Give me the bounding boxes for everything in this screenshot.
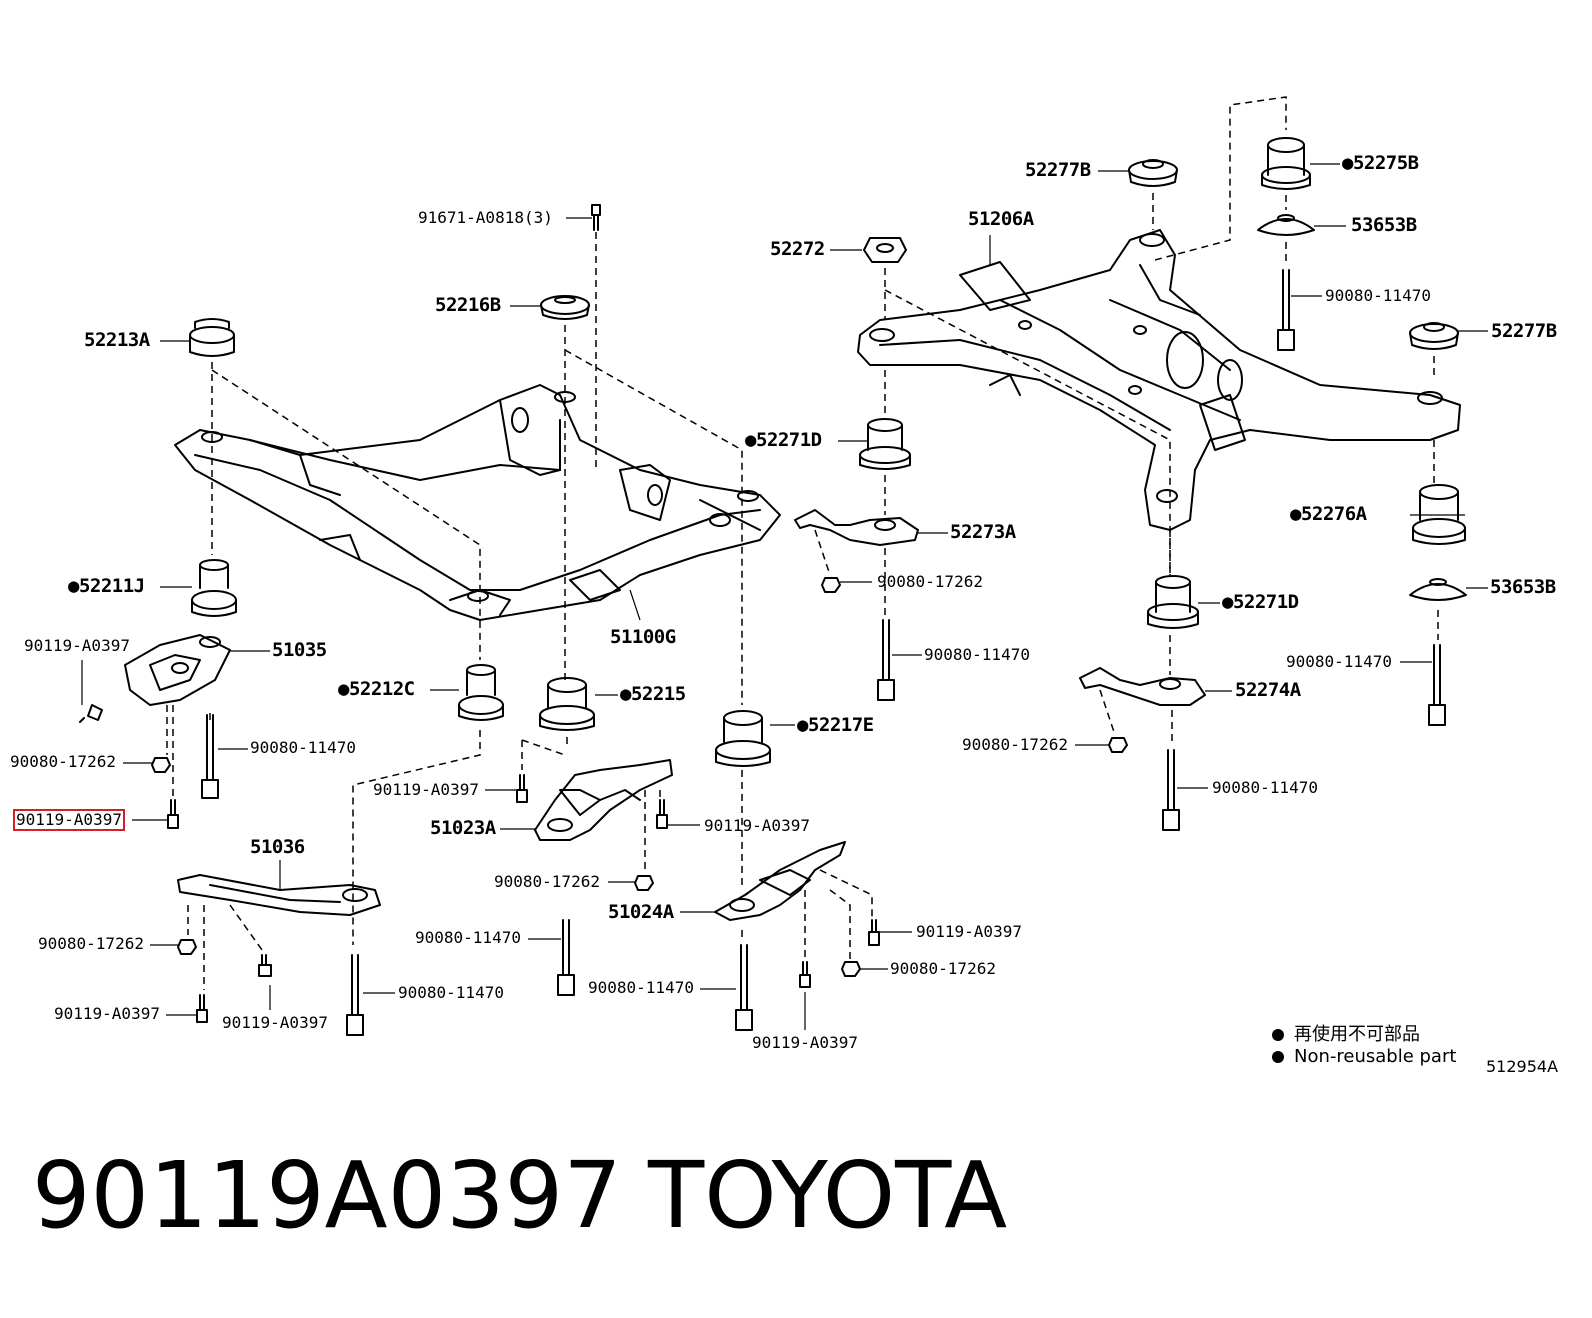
rear-subframe-51206A (857, 229, 1461, 531)
callout-51100G: 51100G (610, 626, 676, 648)
bullet-icon (1272, 1051, 1284, 1063)
callout-90080-11470: 90080-11470 (1286, 652, 1392, 671)
callout-90119-A0397: 90119-A0397 (916, 922, 1022, 941)
callout-90080-11470: 90080-11470 (415, 928, 521, 947)
bushing-shapes (189, 137, 1467, 767)
callout-90080-17262: 90080-17262 (890, 959, 996, 978)
brace-51024A (714, 841, 846, 921)
legend-line-cn: 再使用不可部品 (1272, 1020, 1420, 1046)
callout-90080-17262: 90080-17262 (494, 872, 600, 891)
callout-52276A: ●52276A (1290, 503, 1367, 525)
callout-90119-A0397: 90119-A0397 (373, 780, 479, 799)
callout-52212C: ●52212C (338, 678, 415, 700)
callout-52272: 52272 (770, 238, 825, 260)
legend-text-en: Non-reusable part (1294, 1046, 1457, 1067)
callout-90080-17262: 90080-17262 (38, 934, 144, 953)
bracket-51035 (124, 634, 231, 706)
callout-53653B: 53653B (1490, 576, 1556, 598)
callout-51206A: 51206A (968, 208, 1034, 230)
footer-part-number: 90119A0397 (32, 1142, 622, 1249)
leader-lines (81, 163, 1488, 1030)
callout-52274A: 52274A (1235, 679, 1301, 701)
callout-91671-A0818: 91671-A0818(3) (418, 208, 553, 227)
callout-51035: 51035 (272, 639, 327, 661)
callout-52277B: 52277B (1025, 159, 1091, 181)
callout-51024A: 51024A (608, 901, 674, 923)
callout-51023A: 51023A (430, 817, 496, 839)
legend-line-en: Non-reusable part (1272, 1046, 1456, 1067)
brace-51036 (177, 874, 381, 916)
legend-text-cn: 再使用不可部品 (1294, 1024, 1420, 1045)
assembly-lines (166, 96, 1439, 990)
callout-52216B: 52216B (435, 294, 501, 316)
callout-52217E: ●52217E (797, 714, 874, 736)
callout-90080-11470: 90080-11470 (1325, 286, 1431, 305)
callout-90080-17262: 90080-17262 (877, 572, 983, 591)
callout-90080-17262: 90080-17262 (10, 752, 116, 771)
callout-52273A: 52273A (950, 521, 1016, 543)
diagram-reference-code: 512954A (1486, 1057, 1559, 1076)
callout-90119-A0397-highlighted[interactable]: 90119-A0397 (13, 809, 125, 831)
callout-90080-11470: 90080-11470 (398, 983, 504, 1002)
long-bolts (201, 269, 1446, 1036)
callout-52213A: 52213A (84, 329, 150, 351)
callout-90119-A0397: 90119-A0397 (24, 636, 130, 655)
front-subframe-51100G (174, 384, 781, 621)
callout-52211J: ●52211J (68, 575, 145, 597)
callout-52215: ●52215 (620, 683, 686, 705)
callout-90119-A0397: 90119-A0397 (704, 816, 810, 835)
callout-90119-A0397: 90119-A0397 (54, 1004, 160, 1023)
bullet-icon (1272, 1029, 1284, 1041)
callout-52271D: ●52271D (745, 429, 822, 451)
callout-53653B: 53653B (1351, 214, 1417, 236)
callout-51036: 51036 (250, 836, 305, 858)
callout-52271D: ●52271D (1222, 591, 1299, 613)
bracket-52273A (794, 509, 919, 546)
callout-90080-11470: 90080-11470 (588, 978, 694, 997)
callout-90119-A0397: 90119-A0397 (222, 1013, 328, 1032)
callout-90119-A0397: 90119-A0397 (752, 1033, 858, 1052)
callout-90080-11470: 90080-11470 (1212, 778, 1318, 797)
short-bolts (79, 204, 880, 1023)
callout-90080-11470: 90080-11470 (924, 645, 1030, 664)
callout-52277B: 52277B (1491, 320, 1557, 342)
callout-90080-11470: 90080-11470 (250, 738, 356, 757)
bracket-52274A (1079, 667, 1206, 706)
footer-brand: TOYOTA (648, 1142, 1008, 1249)
callout-52275B: ●52275B (1342, 152, 1419, 174)
brace-51023A (534, 759, 673, 841)
callout-90080-17262: 90080-17262 (962, 735, 1068, 754)
